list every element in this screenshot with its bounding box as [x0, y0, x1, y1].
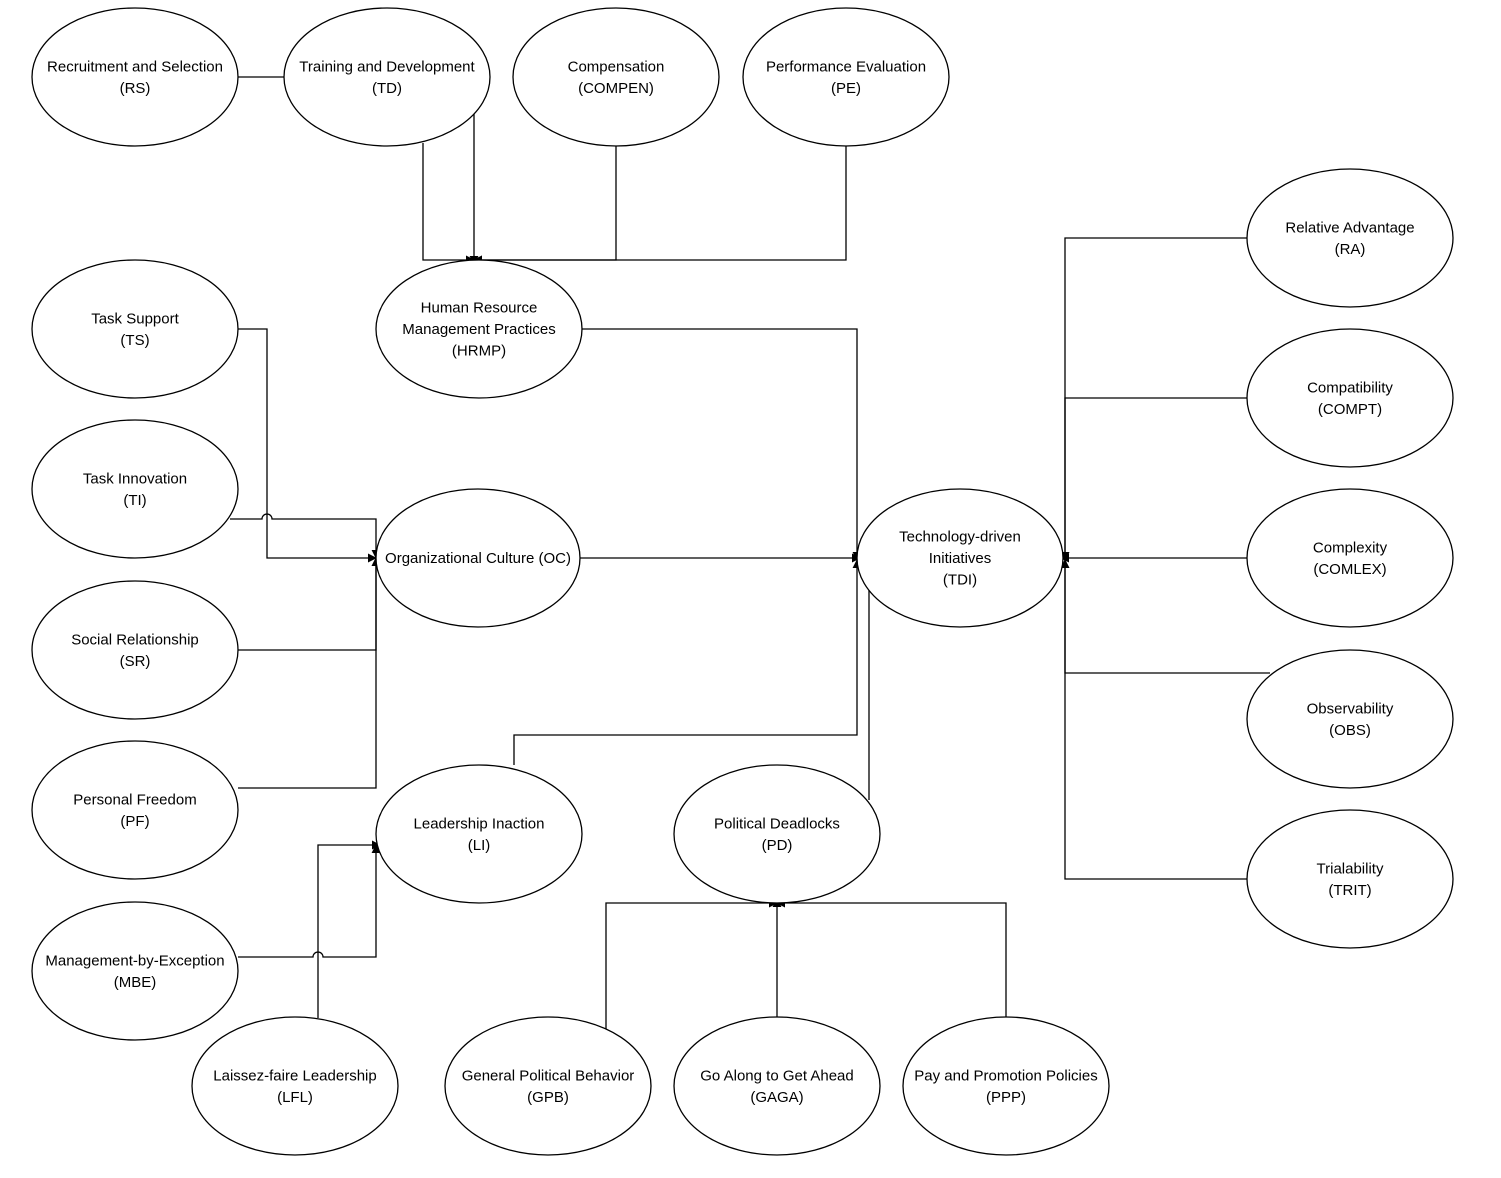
node-label-line: (PF) — [120, 813, 149, 830]
edge-ppp-to-pd — [776, 898, 1007, 1018]
node-label-line: (TS) — [120, 332, 149, 349]
node-label-line: Recruitment and Selection — [47, 58, 223, 75]
node-label-line: Initiatives — [929, 550, 992, 567]
node-label-line: Technology-driven — [899, 529, 1021, 546]
edge-pe-to-hrmp — [473, 146, 847, 265]
node-compatibility: Compatibility (COMPT) — [1246, 328, 1454, 468]
node-label-line: (GPB) — [527, 1089, 569, 1106]
node-label-line: Laissez-faire Leadership — [213, 1067, 376, 1084]
node-observability: Observability (OBS) — [1246, 649, 1454, 789]
node-label-line: (COMLEX) — [1313, 561, 1386, 578]
edge-trit-to-tdi — [1060, 559, 1247, 880]
node-label-line: Personal Freedom — [73, 791, 196, 808]
node-label-line: Trialability — [1317, 860, 1384, 877]
node-label-line: (OBS) — [1329, 722, 1371, 739]
node-task-support: Task Support (TS) — [31, 259, 239, 399]
node-label-line: (LFL) — [277, 1089, 313, 1106]
node-social-relationship: Social Relationship (SR) — [31, 580, 239, 720]
node-label-line: (PD) — [762, 837, 793, 854]
node-performance-evaluation: Performance Evaluation (PE) — [742, 7, 950, 147]
node-label-line: Pay and Promotion Policies — [914, 1067, 1097, 1084]
edge-gpb-to-pd — [605, 898, 778, 1032]
edge-mbe-to-li — [238, 844, 381, 958]
node-label-line: Political Deadlocks — [714, 815, 840, 832]
node-label-line: (PE) — [831, 80, 861, 97]
node-general-political-behavior: General Political Behavior (GPB) — [444, 1016, 652, 1156]
node-complexity: Complexity (COMLEX) — [1246, 488, 1454, 628]
edge-lfl-to-li — [317, 840, 381, 1018]
edge-compt-to-tdi — [1060, 397, 1247, 561]
node-label-line: Performance Evaluation — [766, 58, 926, 75]
node-label-line: Relative Advantage — [1285, 219, 1414, 236]
node-label-line: Task Support — [91, 310, 179, 327]
node-label-line: Compatibility — [1307, 379, 1393, 396]
node-label-line: (TD) — [372, 80, 402, 97]
edge-ra-to-tdi — [1060, 237, 1247, 561]
edge-sr-to-oc — [238, 557, 381, 651]
node-label-line: Management Practices — [402, 321, 555, 338]
node-label-line: General Political Behavior — [462, 1067, 635, 1084]
node-label-line: Leadership Inaction — [414, 815, 545, 832]
node-label-line: (HRMP) — [452, 343, 506, 360]
node-label-line: (COMPT) — [1318, 401, 1382, 418]
node-label-line: (MBE) — [114, 974, 157, 991]
node-label-line: (LI) — [468, 837, 491, 854]
node-label-line: (GAGA) — [750, 1089, 803, 1106]
edge-ti-to-oc — [230, 513, 381, 559]
node-recruitment-and-selection: Recruitment and Selection (RS) — [31, 7, 239, 147]
node-personal-freedom: Personal Freedom (PF) — [31, 740, 239, 880]
node-relative-advantage: Relative Advantage (RA) — [1246, 168, 1454, 308]
node-label-line: (RA) — [1335, 241, 1366, 258]
node-label-line: (RS) — [120, 80, 151, 97]
node-training-and-development: Training and Development (TD) — [283, 7, 491, 147]
node-label-line: Organizational Culture (OC) — [385, 550, 571, 567]
node-label-line: (TI) — [123, 492, 146, 509]
edge-ts-to-oc — [238, 328, 377, 563]
node-label-line: (PPP) — [986, 1089, 1026, 1106]
node-label-line: (TDI) — [943, 572, 977, 589]
node-label-line: Task Innovation — [83, 470, 187, 487]
edge-hrmp-to-tdi — [582, 328, 862, 561]
node-label-line: Go Along to Get Ahead — [700, 1067, 853, 1084]
node-label-line: Complexity — [1313, 539, 1388, 556]
node-label-line: (TRIT) — [1328, 882, 1371, 899]
node-management-by-exception: Management-by-Exception (MBE) — [31, 901, 239, 1041]
node-compensation: Compensation (COMPEN) — [512, 7, 720, 147]
edge-obs-to-tdi — [1060, 559, 1270, 674]
node-label-line: Compensation — [568, 58, 665, 75]
node-political-deadlocks: Political Deadlocks (PD) — [673, 764, 881, 904]
node-laissez-faire-leadership: Laissez-faire Leadership (LFL) — [191, 1016, 399, 1156]
edge-li-to-tdi — [513, 559, 862, 765]
node-label-line: Training and Development — [299, 58, 475, 75]
edge-compen-to-hrmp — [473, 146, 617, 265]
node-label-line: Management-by-Exception — [45, 952, 224, 969]
node-trialability: Trialability (TRIT) — [1246, 809, 1454, 949]
node-label-line: (SR) — [120, 653, 151, 670]
node-label-line: (COMPEN) — [578, 80, 654, 97]
node-go-along-to-get-ahead: Go Along to Get Ahead (GAGA) — [673, 1016, 881, 1156]
connector-lines — [230, 76, 1270, 1032]
node-label-line: Human Resource — [421, 300, 538, 317]
node-leadership-inaction: Leadership Inaction (LI) — [375, 764, 583, 904]
node-organizational-culture: Organizational Culture (OC) — [375, 488, 581, 628]
node-task-innovation: Task Innovation (TI) — [31, 419, 239, 559]
edge-td-to-hrmp — [422, 143, 475, 265]
node-label-line: Social Relationship — [71, 631, 199, 648]
node-label-line: Observability — [1307, 700, 1394, 717]
edge-pf-to-oc — [238, 557, 381, 789]
node-pay-and-promotion-policies: Pay and Promotion Policies (PPP) — [902, 1016, 1110, 1156]
